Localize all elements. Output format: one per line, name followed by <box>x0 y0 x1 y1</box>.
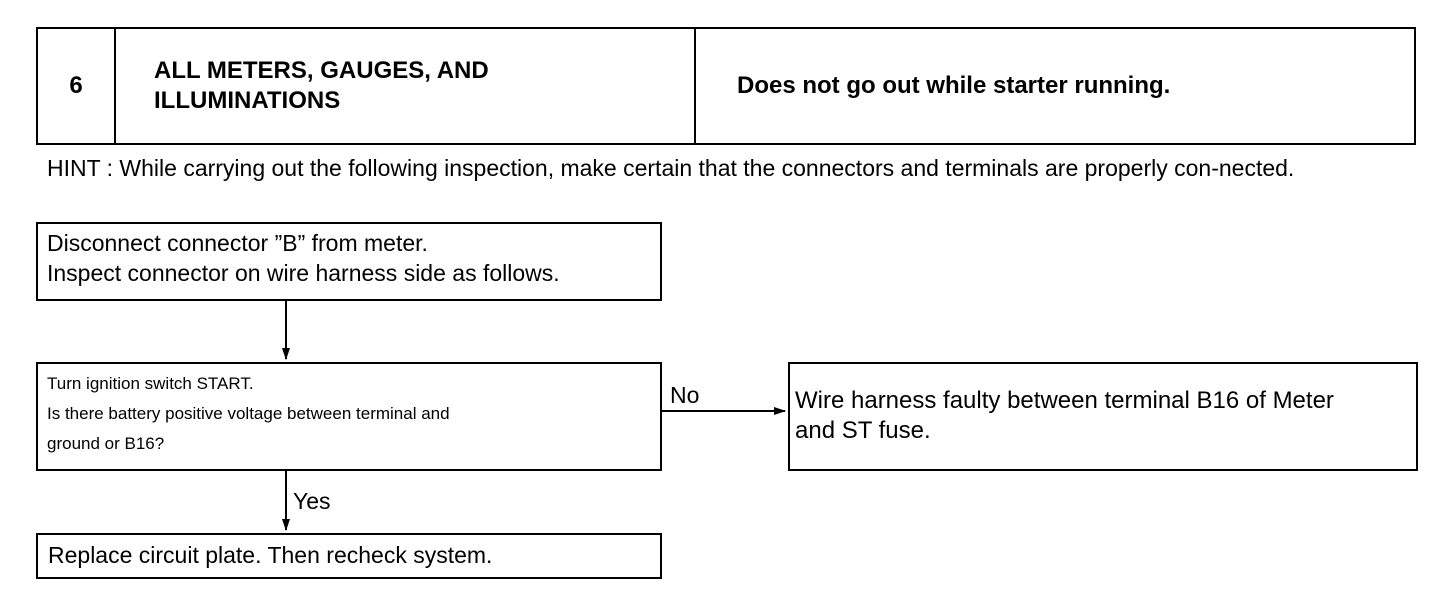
step-disconnect-line2: Inspect connector on wire harness side a… <box>47 260 560 286</box>
symptom-text: Does not go out while starter running. <box>737 72 1171 99</box>
step-check-line3: ground or B16? <box>47 434 165 453</box>
step-disconnect-box: Disconnect connector ”B” from meter. Ins… <box>36 222 662 301</box>
trouble-header-table: 6 ALL METERS, GAUGES, AND ILLUMINATIONS … <box>36 27 1416 145</box>
step-check-line1: Turn ignition switch START. <box>47 374 254 393</box>
result-no-box: Wire harness faulty between terminal B16… <box>788 362 1418 471</box>
result-yes-box: Replace circuit plate. Then recheck syst… <box>36 533 662 579</box>
system-title-line1: ALL METERS, GAUGES, AND <box>154 57 489 84</box>
step-disconnect-line1: Disconnect connector ”B” from meter. <box>47 230 428 256</box>
step-check-line2: Is there battery positive voltage betwee… <box>47 404 450 423</box>
step-number: 6 <box>38 29 116 143</box>
step-check-voltage-box: Turn ignition switch START. Is there bat… <box>36 362 662 471</box>
system-title: ALL METERS, GAUGES, AND ILLUMINATIONS <box>116 29 696 143</box>
hint-text: HINT : While carrying out the following … <box>47 155 1295 181</box>
result-no-line2: and ST fuse. <box>795 417 931 444</box>
branch-no-label: No <box>670 382 700 408</box>
system-title-line2: ILLUMINATIONS <box>154 87 341 114</box>
result-no-line1: Wire harness faulty between terminal B16… <box>795 387 1334 414</box>
branch-yes-label: Yes <box>293 488 331 514</box>
